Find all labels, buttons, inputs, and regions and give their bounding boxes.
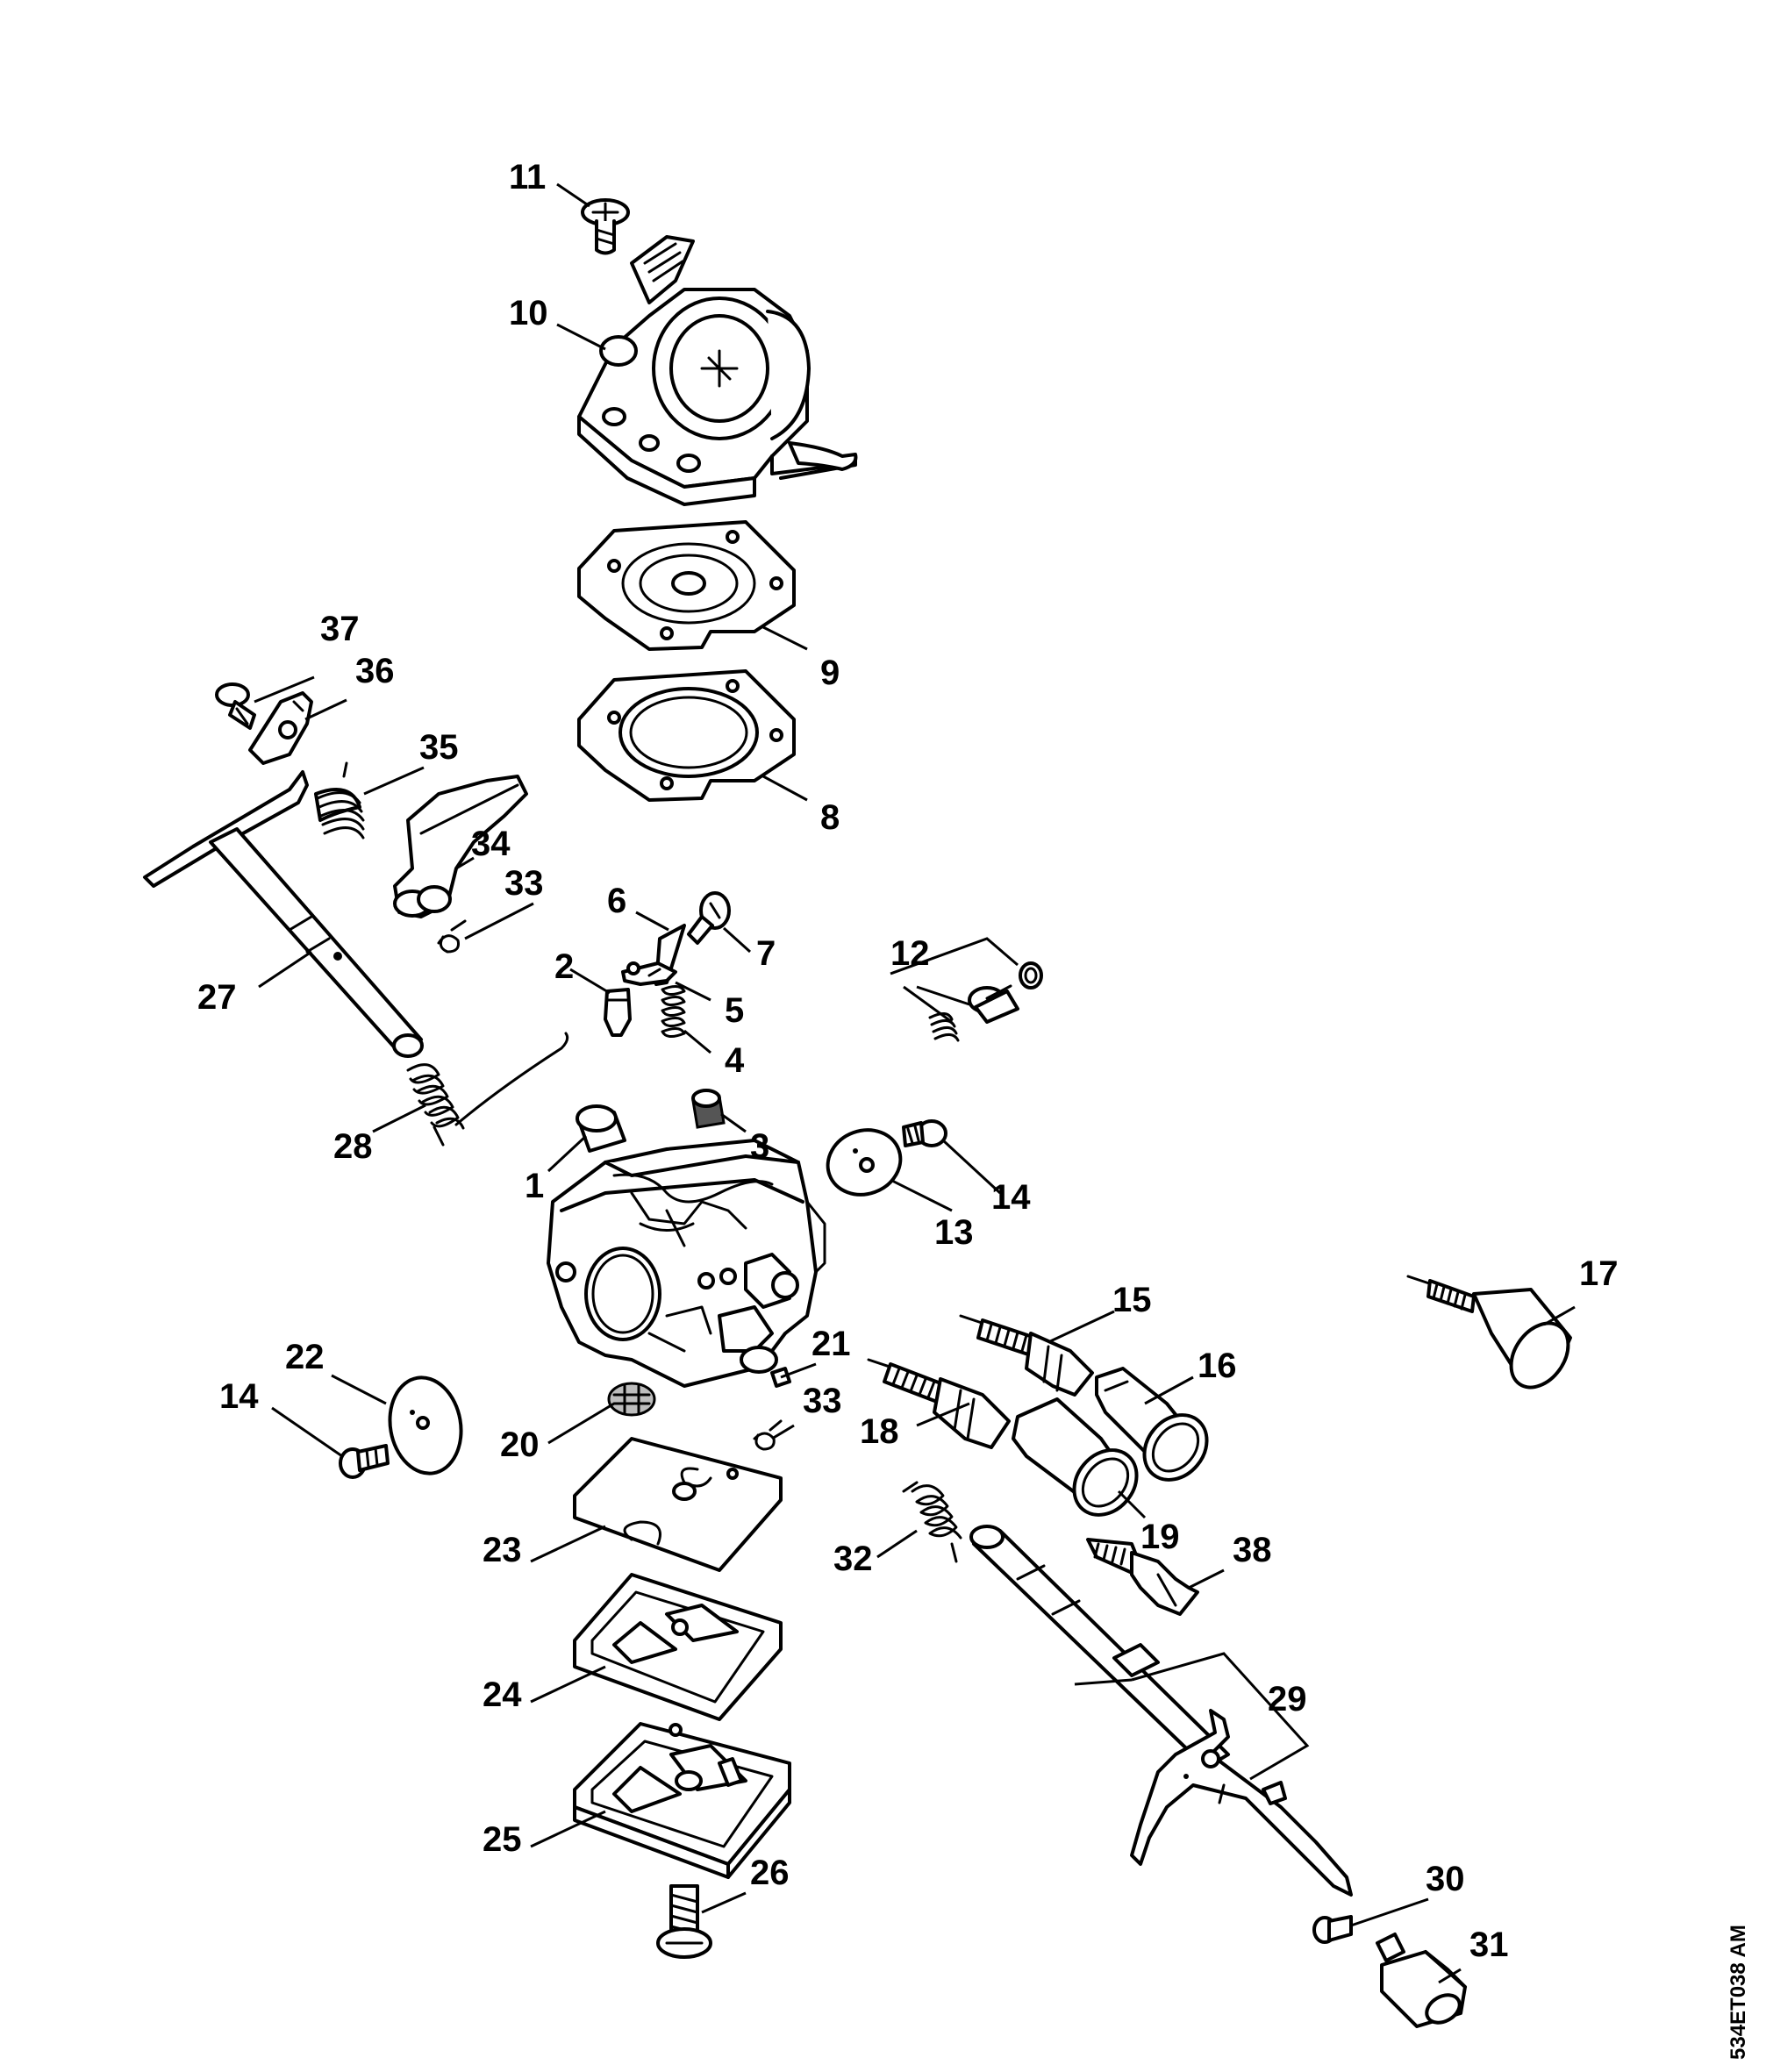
callout-numbers: 11 10 9 8 37 36 35 34 33 27 28 6 7 2 5 4… [197, 158, 1619, 1964]
part-33-clip-lower [753, 1419, 783, 1451]
part-25-end-cover [573, 1722, 791, 1879]
part-13-cover-plate [826, 1128, 903, 1197]
part-11-screw [581, 198, 630, 255]
callout-33-lower: 33 [803, 1382, 842, 1420]
leader-lines [254, 182, 1576, 1984]
callout-11: 11 [509, 158, 546, 196]
callout-1: 1 [525, 1167, 544, 1205]
part-38-fastener [1086, 1538, 1199, 1616]
part-10-housing [577, 235, 858, 506]
callout-20: 20 [500, 1425, 540, 1464]
callout-14-right: 14 [991, 1178, 1031, 1217]
part-22-cover-plate [388, 1375, 463, 1475]
callout-17: 17 [1579, 1254, 1619, 1293]
part-15-adjusting-screw [959, 1314, 1094, 1397]
part-4-spring [661, 985, 686, 1038]
callout-25: 25 [483, 1820, 522, 1859]
callout-23: 23 [483, 1531, 522, 1569]
part-20-strainer [607, 1382, 656, 1417]
callout-7: 7 [756, 934, 776, 973]
part-31-knob [1376, 1933, 1467, 2028]
part-30-screw [1312, 1915, 1353, 1944]
part-14-screw-left [339, 1444, 390, 1479]
part-34-choke-lever [393, 775, 528, 918]
callout-15: 15 [1112, 1281, 1152, 1319]
callout-33: 33 [504, 864, 544, 903]
part-1-plug [576, 1104, 626, 1153]
part-19-limiter-cap [1012, 1397, 1139, 1517]
callout-35: 35 [419, 728, 459, 767]
callout-2: 2 [554, 947, 574, 986]
callout-22: 22 [285, 1338, 325, 1376]
part-32-spring [902, 1481, 962, 1563]
callout-6: 6 [607, 882, 626, 920]
part-23-metering-diaphragm [573, 1437, 783, 1572]
callout-24: 24 [483, 1675, 522, 1714]
callout-3: 3 [750, 1127, 769, 1166]
callout-27: 27 [197, 978, 237, 1017]
part-3-plug [691, 1089, 726, 1129]
callout-4: 4 [725, 1041, 745, 1080]
part-36-lever-plate [248, 691, 313, 765]
part-33-clip-upper [437, 919, 467, 954]
callout-26: 26 [750, 1854, 790, 1892]
part-18-adjusting-screw [867, 1358, 1011, 1449]
part-2-inlet-needle [604, 988, 632, 1037]
part-7-screw [687, 891, 731, 945]
part-35-spring [314, 761, 365, 840]
callout-5: 5 [725, 991, 744, 1030]
part-5-inlet-lever [621, 961, 677, 986]
callout-29: 29 [1268, 1680, 1307, 1718]
part-27-choke-shaft [143, 770, 424, 1058]
callout-14-left: 14 [219, 1377, 259, 1416]
part-24-gasket [573, 1573, 783, 1721]
callout-34: 34 [471, 825, 511, 863]
part-28-torsion-spring [406, 1032, 569, 1147]
part-29-throttle-shaft [969, 1525, 1353, 1897]
callout-21: 21 [812, 1325, 851, 1363]
callout-18: 18 [860, 1412, 899, 1451]
callout-13: 13 [934, 1213, 974, 1252]
callout-28: 28 [333, 1127, 373, 1166]
callout-12: 12 [890, 934, 930, 973]
part-16-limiter-cap [1095, 1367, 1209, 1482]
callout-36: 36 [355, 652, 395, 690]
callout-19: 19 [1140, 1518, 1180, 1556]
callout-16: 16 [1198, 1347, 1237, 1385]
part-8-gasket [577, 669, 796, 802]
callout-9: 9 [820, 654, 840, 692]
part-12-assembly [928, 961, 1043, 1042]
callout-32: 32 [833, 1540, 873, 1578]
part-9-diaphragm [577, 520, 796, 651]
carburetor-body [547, 1139, 826, 1388]
part-14-screw-right [902, 1119, 947, 1147]
part-26-screw [656, 1884, 712, 1959]
callout-10: 10 [509, 294, 548, 332]
callout-37: 37 [320, 610, 360, 648]
callout-38: 38 [1233, 1531, 1272, 1569]
part-37-screw [215, 682, 256, 730]
diagram-reference-code: 534ET038 AM [1727, 1925, 1750, 2060]
callout-30: 30 [1426, 1860, 1465, 1898]
part-17-adjusting-screw [1406, 1275, 1572, 1390]
callout-8: 8 [820, 798, 840, 837]
callout-31: 31 [1469, 1926, 1509, 1964]
